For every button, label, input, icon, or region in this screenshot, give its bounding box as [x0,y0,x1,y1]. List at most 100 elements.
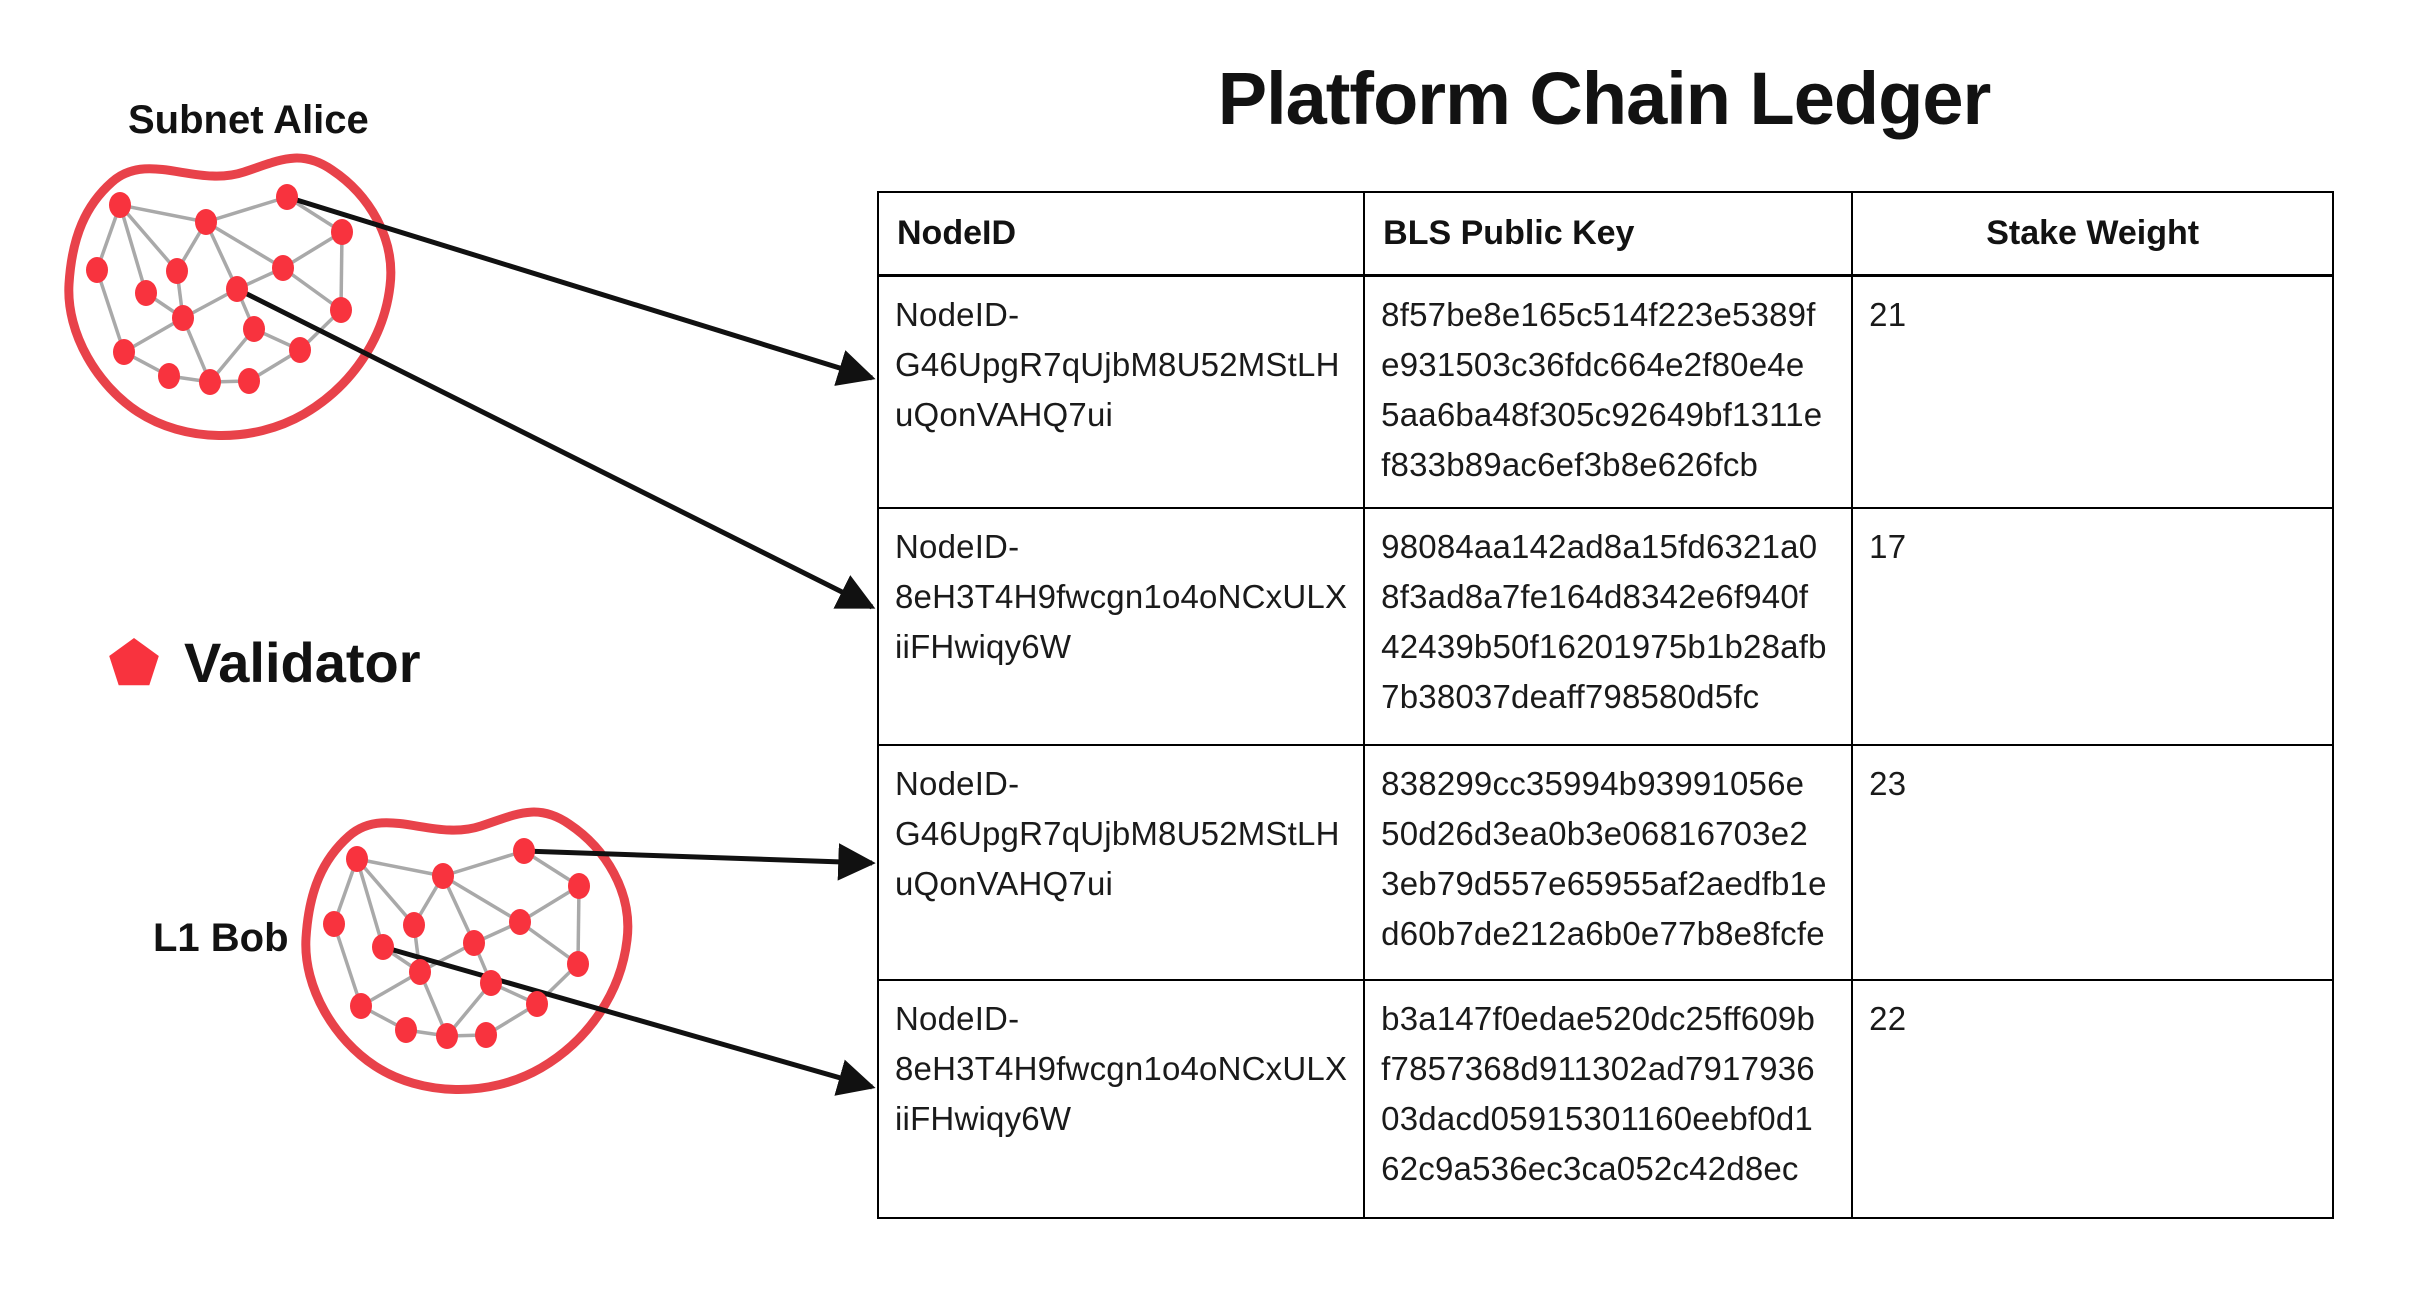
node-id-cell: NodeID- 8eH3T4H9fwcgn1o4oNCxULX iiFHwiqy… [876,978,1366,1219]
validator-node [513,838,535,864]
network-edge [360,1004,407,1032]
network-edge [123,350,170,378]
validator-node [195,209,217,235]
network-edge [118,204,148,294]
network-edge [382,945,421,974]
network-edge [145,291,184,320]
pentagon-shape [109,637,159,685]
mapping-arrow [382,944,876,1096]
bls-key-cell: b3a147f0edae520dc25ff609b f7857368d91130… [1363,978,1854,1219]
network-edge [248,348,301,383]
network-edge [175,221,208,272]
table-row: NodeID- 8eH3T4H9fwcgn1o4oNCxULX iiFHwiqy… [876,978,2335,1219]
node-id-cell: NodeID- G46UpgR7qUjbM8U52MStLH uQonVAHQ7… [876,274,1366,509]
validator-node [166,258,188,284]
network-edge [419,941,475,974]
network-edge [441,875,476,944]
validator-node [330,297,352,323]
validator-node [238,368,260,394]
stake-weight-cell: 22 [1851,978,2335,1219]
validator-node [226,276,248,302]
validator-legend-label: Validator [184,631,421,694]
network-edge [445,981,493,1038]
bls-key-cell: 98084aa142ad8a15fd6321a0 8f3ad8a7fe164d8… [1363,506,1854,746]
network-edge [182,287,238,320]
validator-node [409,959,431,985]
network-edge [95,204,122,271]
network-edge [209,379,250,384]
validator-node [113,339,135,365]
mapping-arrow [523,843,876,881]
ledger-table: NodeID BLS Public Key Stake Weight NodeI… [876,191,2335,1219]
network-edge [485,1002,538,1037]
ledger-header-row: NodeID BLS Public Key Stake Weight [876,191,2335,277]
network-edge [418,971,449,1037]
node-id-cell: NodeID- 8eH3T4H9fwcgn1o4oNCxULX iiFHwiqy… [876,506,1366,746]
network-edge [442,874,521,924]
network-edge [332,858,359,925]
validator-node [276,184,298,210]
network-edge [576,885,581,965]
network-edge [332,923,363,1007]
table-row: NodeID- G46UpgR7qUjbM8U52MStLH uQonVAHQ7… [876,743,2335,981]
validator-node [172,305,194,331]
col-header-stake-weight: Stake Weight [1851,191,2335,277]
stake-weight-cell: 21 [1851,274,2335,509]
pentagon-icon [109,637,159,685]
network-edge [519,884,580,924]
validator-node [199,369,221,395]
network-edge [298,308,343,352]
network-edge [535,962,580,1006]
validator-node [331,219,353,245]
subnet-alice-nodes [86,184,353,395]
subnet-alice-network [64,153,396,440]
node-id-cell: NodeID- G46UpgR7qUjbM8U52MStLH uQonVAHQ7… [876,743,1366,981]
validator-node [568,873,590,899]
table-row: NodeID- G46UpgR7qUjbM8U52MStLH uQonVAHQ7… [876,274,2335,509]
col-header-nodeid: NodeID [876,191,1366,277]
network-edge [412,875,445,926]
validator-node [86,257,108,283]
network-edge [356,857,444,878]
network-edge [205,220,284,270]
network-edge [472,942,493,984]
network-edge [281,266,343,312]
network-blob [301,807,633,1094]
table-row: NodeID- 8eH3T4H9fwcgn1o4oNCxULX iiFHwiqy… [876,506,2335,746]
validator-node [109,192,131,218]
network-edge [205,195,288,224]
network-edge [235,288,256,330]
bls-key-cell: 8f57be8e165c514f223e5389f e931503c36fdc6… [1363,274,1854,509]
validator-node [272,255,294,281]
mapping-arrow [235,286,876,610]
stake-weight-cell: 23 [1851,743,2335,981]
network-edge [119,203,207,224]
validator-node [243,316,265,342]
validator-node [480,970,502,996]
network-edge [123,316,184,354]
ledger-table-body: NodeID- G46UpgR7qUjbM8U52MStLH uQonVAHQ7… [876,274,2335,1219]
network-edge [339,231,344,311]
validator-node [158,363,180,389]
validator-node [372,934,394,960]
validator-node [395,1017,417,1043]
network-edge [412,924,422,973]
network-edge [405,1028,448,1038]
network-edge [286,195,343,234]
validator-node [567,951,589,977]
l1-bob-label: L1 Bob [153,916,289,960]
network-edge [204,221,239,290]
subnet-alice-label: Subnet Alice [128,98,369,142]
validator-node [289,337,311,363]
validator-node [436,1023,458,1049]
validator-node [350,993,372,1019]
validator-node [509,909,531,935]
col-header-bls-public-key: BLS Public Key [1363,191,1854,277]
l1-bob-network [301,807,633,1094]
bls-key-cell: 838299cc35994b93991056e 50d26d3ea0b3e068… [1363,743,1854,981]
network-edge [473,920,521,945]
stake-weight-cell: 17 [1851,506,2335,746]
validator-node [432,863,454,889]
mapping-arrow [286,194,876,386]
